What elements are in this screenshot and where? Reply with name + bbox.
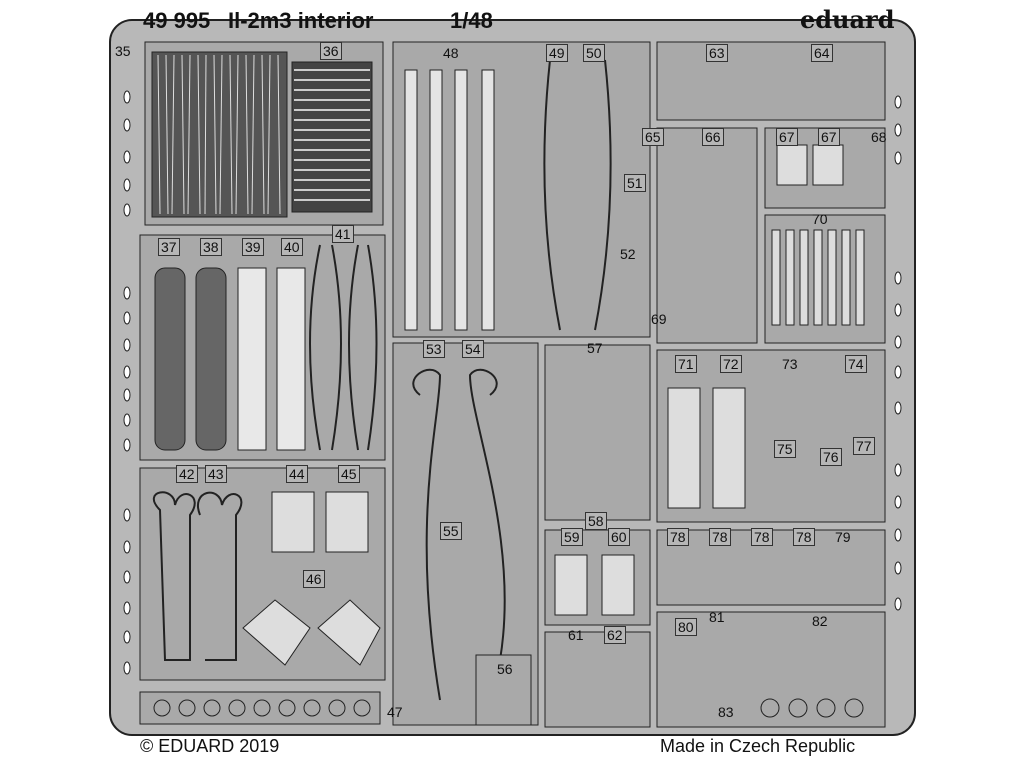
part-number: 78 xyxy=(667,528,689,546)
part-number: 57 xyxy=(587,340,603,356)
part-number: 50 xyxy=(583,44,605,62)
part-number: 65 xyxy=(642,128,664,146)
part-number: 79 xyxy=(835,529,851,545)
parts-42-46-panel xyxy=(139,467,386,681)
part-number: 61 xyxy=(568,627,584,643)
parts-53-56-panel xyxy=(392,342,539,726)
part-number: 52 xyxy=(620,246,636,262)
part-number: 55 xyxy=(440,522,462,540)
part-number: 36 xyxy=(320,42,342,60)
part-number: 67 xyxy=(818,128,840,146)
part-number: 75 xyxy=(774,440,796,458)
part-number: 58 xyxy=(585,512,607,530)
part-number: 42 xyxy=(176,465,198,483)
part-number: 83 xyxy=(718,704,734,720)
part-number: 63 xyxy=(706,44,728,62)
origin: Made in Czech Republic xyxy=(660,736,856,756)
part-number: 64 xyxy=(811,44,833,62)
part-number: 78 xyxy=(793,528,815,546)
part-number: 48 xyxy=(443,45,459,61)
part-number: 80 xyxy=(675,618,697,636)
part-number: 74 xyxy=(845,355,867,373)
part-number: 53 xyxy=(423,340,445,358)
part-number: 77 xyxy=(853,437,875,455)
part-number: 59 xyxy=(561,528,583,546)
parts-63-83-panel xyxy=(656,41,886,728)
part-number: 49 xyxy=(546,44,568,62)
part-number: 40 xyxy=(281,238,303,256)
kit-scale: 1/48 xyxy=(450,8,493,33)
sprue-drops xyxy=(123,90,902,675)
part-number: 51 xyxy=(624,174,646,192)
part-number: 35 xyxy=(115,43,131,59)
part-number: 66 xyxy=(702,128,724,146)
part-number: 39 xyxy=(242,238,264,256)
parts-48-52-panel xyxy=(392,41,651,338)
parts-37-41-panel xyxy=(139,234,386,461)
part-number: 37 xyxy=(158,238,180,256)
part-number: 73 xyxy=(782,356,798,372)
part-36-panel xyxy=(144,41,384,226)
part-number: 82 xyxy=(812,613,828,629)
part-number: 60 xyxy=(608,528,630,546)
kit-title: Il-2m3 interior xyxy=(228,8,374,33)
part-number: 71 xyxy=(675,355,697,373)
part-number: 78 xyxy=(709,528,731,546)
part-number: 45 xyxy=(338,465,360,483)
part-number: 68 xyxy=(871,129,887,145)
part-number: 43 xyxy=(205,465,227,483)
kit-code: 49 995 xyxy=(143,8,211,33)
part-number: 62 xyxy=(604,626,626,644)
part-number: 72 xyxy=(720,355,742,373)
part-number: 44 xyxy=(286,465,308,483)
part-number: 56 xyxy=(497,661,513,677)
part-number: 76 xyxy=(820,448,842,466)
part-number: 78 xyxy=(751,528,773,546)
copyright: © EDUARD 2019 xyxy=(140,736,280,756)
part-number: 46 xyxy=(303,570,325,588)
part-number: 69 xyxy=(651,311,667,327)
brand-logo: eduard xyxy=(800,5,895,34)
part-47-strip xyxy=(139,691,381,725)
part-number: 70 xyxy=(812,211,828,227)
part-number: 41 xyxy=(332,225,354,243)
part-number: 81 xyxy=(709,609,725,625)
part-number: 54 xyxy=(462,340,484,358)
part-number: 38 xyxy=(200,238,222,256)
part-number: 67 xyxy=(776,128,798,146)
part-number: 47 xyxy=(387,704,403,720)
